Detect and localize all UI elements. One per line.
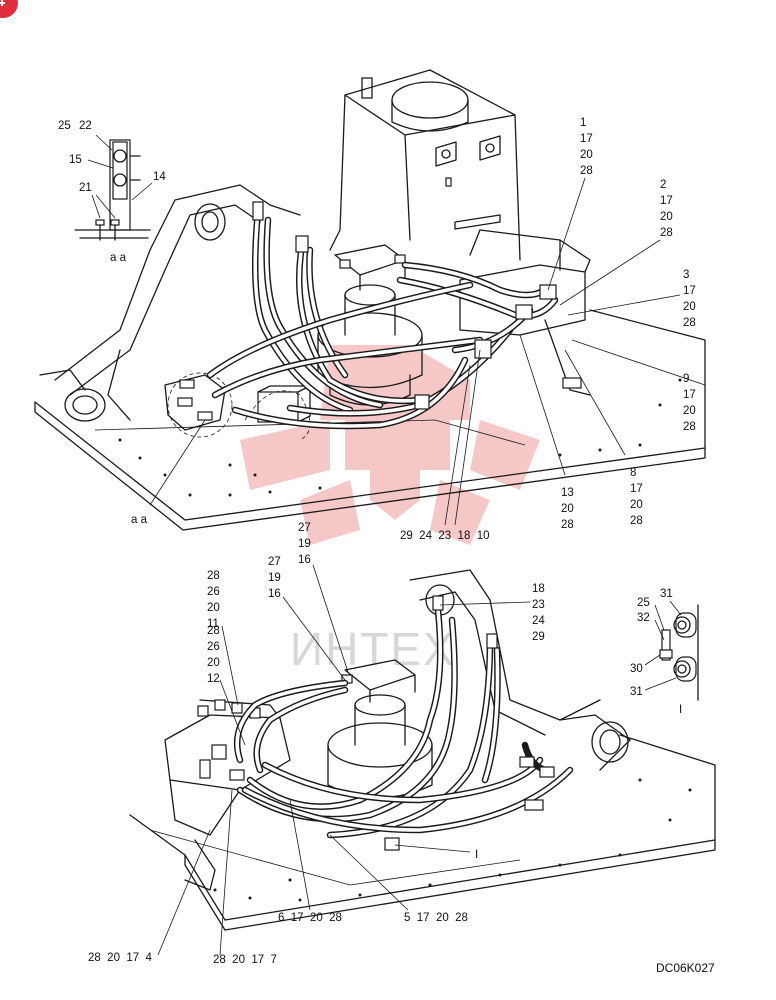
callout-label: 20 — [630, 499, 643, 511]
callout-label: 29 — [532, 631, 545, 643]
top-view-leaders — [149, 177, 706, 526]
callout-label: 8 — [630, 467, 636, 479]
callout-label: 23 — [532, 599, 545, 611]
part-label: 15 — [69, 154, 82, 166]
callout-label: 28 — [580, 165, 593, 177]
callout-label: 28 — [683, 317, 696, 329]
part-label: 25 — [637, 597, 650, 609]
callout-label: 27 — [298, 522, 311, 534]
top-view-hoses — [206, 201, 559, 430]
callout-label: 20 — [683, 405, 696, 417]
detail-aa-bracket — [74, 134, 153, 241]
callout-label: 28 — [207, 570, 220, 582]
callout-label: 28 20 17 4 — [88, 952, 153, 964]
bottom-view-leaders — [157, 564, 531, 956]
corner-badge-icon — [0, 0, 18, 18]
callout-label: 17 — [683, 389, 696, 401]
callout-label: 17 — [580, 133, 593, 145]
part-label: 22 — [79, 120, 92, 132]
callout-label: 24 — [532, 615, 545, 627]
bottom-view-callout-labels: 27 19 16 27 19 16 28 26 20 11 28 26 20 1… — [88, 522, 545, 966]
detail-aa-section-label: a a — [110, 252, 127, 264]
callout-label: 13 — [561, 487, 574, 499]
callout-label: 16 — [298, 554, 311, 566]
callout-label: 3 — [683, 269, 689, 281]
watermark-text: ИНТЕХ — [290, 623, 456, 675]
watermark-logo-icon — [240, 345, 540, 545]
detail-i-part-labels: 31 25 32 30 31 I — [630, 588, 682, 716]
callout-label: 19 — [268, 572, 281, 584]
callout-label: 20 — [207, 657, 220, 669]
detail-aa-callout-label: a a — [131, 514, 148, 526]
top-view-frame — [34, 69, 706, 531]
callout-label: 12 — [207, 673, 220, 685]
detail-i-section-label: I — [679, 704, 682, 716]
part-label: 32 — [637, 612, 650, 624]
callout-label: 18 — [532, 583, 545, 595]
top-view-callout-labels: 1 17 20 28 2 17 20 28 3 17 20 28 9 17 20… — [131, 117, 696, 542]
callout-label: 26 — [207, 586, 220, 598]
part-label: 31 — [660, 588, 673, 600]
callout-label: 2 — [660, 179, 666, 191]
callout-label: 16 — [268, 588, 281, 600]
callout-label: 28 — [561, 519, 574, 531]
detail-aa-part-labels: 25 22 15 21 14 a a — [58, 120, 166, 264]
callout-label: 28 20 17 7 — [213, 954, 277, 966]
callout-label: 17 — [683, 285, 696, 297]
callout-label: 11 — [207, 618, 219, 630]
callout-label: 20 — [580, 149, 593, 161]
part-label: 31 — [630, 686, 643, 698]
part-label: 14 — [153, 171, 166, 183]
callout-label: 20 — [207, 602, 220, 614]
callout-label: 20 — [561, 503, 574, 515]
callout-label: 28 — [207, 625, 220, 637]
part-label: 21 — [79, 182, 92, 194]
callout-label: 17 — [660, 195, 673, 207]
callout-label: 27 — [268, 556, 281, 568]
bottom-view-hoses — [233, 595, 574, 851]
callout-label: 28 — [683, 421, 696, 433]
callout-label: 28 — [660, 227, 673, 239]
drawing-code: DC06K027 — [656, 961, 715, 975]
callout-label: 28 — [630, 515, 643, 527]
callout-label: 17 — [630, 483, 643, 495]
part-label: 30 — [630, 663, 643, 675]
callout-label: 20 — [683, 301, 696, 313]
callout-label: 20 — [660, 211, 673, 223]
callout-label: 26 — [207, 641, 220, 653]
callout-label: 29 24 23 18 10 — [400, 530, 490, 542]
callout-label: 5 17 20 28 — [404, 912, 468, 924]
detail-i-callout-label: I — [475, 849, 478, 861]
detail-i-clamp — [644, 600, 699, 701]
part-label: 25 — [58, 120, 71, 132]
callout-label: 19 — [298, 538, 311, 550]
callout-label: 9 — [683, 373, 689, 385]
callout-label: 6 17 20 28 — [278, 912, 342, 924]
callout-label: 1 — [580, 117, 586, 129]
